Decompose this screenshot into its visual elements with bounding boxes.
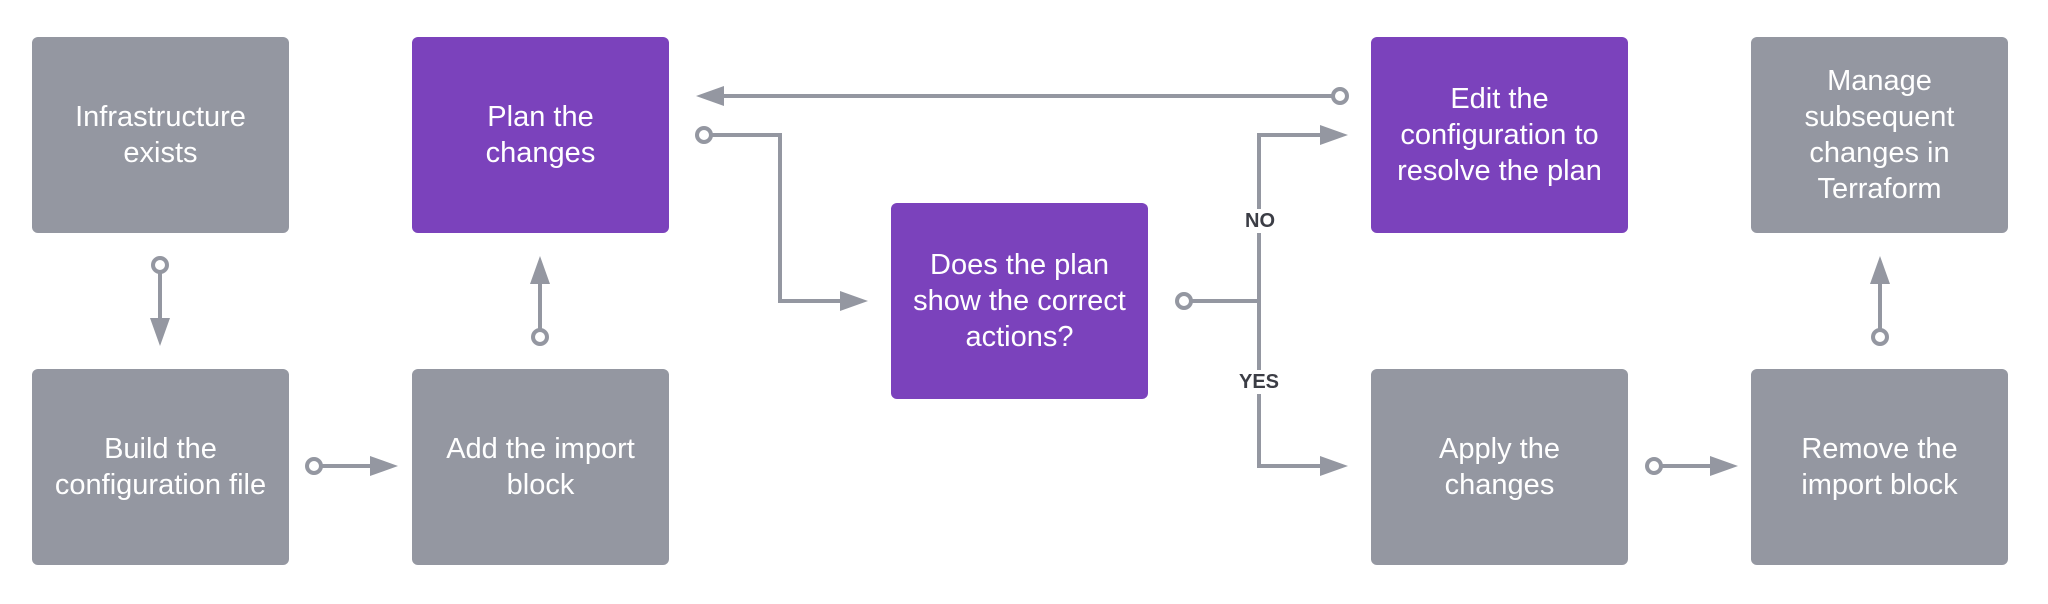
node-edit-configuration: Edit the configuration to resolve the pl…: [1371, 37, 1628, 233]
edge-decision-stub: [1175, 292, 1259, 310]
node-label: Plan the changes: [485, 101, 596, 169]
node-apply-changes: Apply the changes: [1371, 369, 1628, 565]
node-label: Remove the import block: [1801, 433, 1958, 501]
edge-decision-yes: [1257, 301, 1348, 476]
edge-remove-to-manage: [1870, 256, 1890, 346]
node-label: Add the import block: [446, 433, 635, 501]
node-remove-import-block: Remove the import block: [1751, 369, 2008, 565]
node-label: Does the plan show the correct actions?: [913, 249, 1126, 353]
node-build-configuration: Build the configuration file: [32, 369, 289, 565]
edge-add-import-to-plan: [530, 256, 550, 346]
edge-label-yes: YES: [1237, 370, 1282, 394]
edge-apply-to-remove: [1645, 456, 1738, 476]
edge-edit-to-plan: [696, 86, 1349, 106]
node-does-plan-show: Does the plan show the correct actions?: [891, 203, 1148, 399]
node-add-import-block: Add the import block: [412, 369, 669, 565]
edge-infrastructure-to-build: [150, 256, 170, 346]
edge-build-to-add-import: [305, 456, 398, 476]
node-label: Build the configuration file: [54, 433, 267, 501]
edge-label-no: NO: [1243, 209, 1277, 233]
node-label: Apply the changes: [1439, 433, 1560, 501]
edge-decision-no: [1257, 125, 1348, 301]
node-label: Infrastructure exists: [75, 101, 246, 169]
node-infrastructure-exists: Infrastructure exists: [32, 37, 289, 233]
edge-plan-to-decision: [695, 126, 868, 311]
node-label: Manage subsequent changes in Terraform: [1804, 65, 1955, 205]
node-manage-changes: Manage subsequent changes in Terraform: [1751, 37, 2008, 233]
node-label: Edit the configuration to resolve the pl…: [1397, 83, 1602, 187]
node-plan-changes: Plan the changes: [412, 37, 669, 233]
